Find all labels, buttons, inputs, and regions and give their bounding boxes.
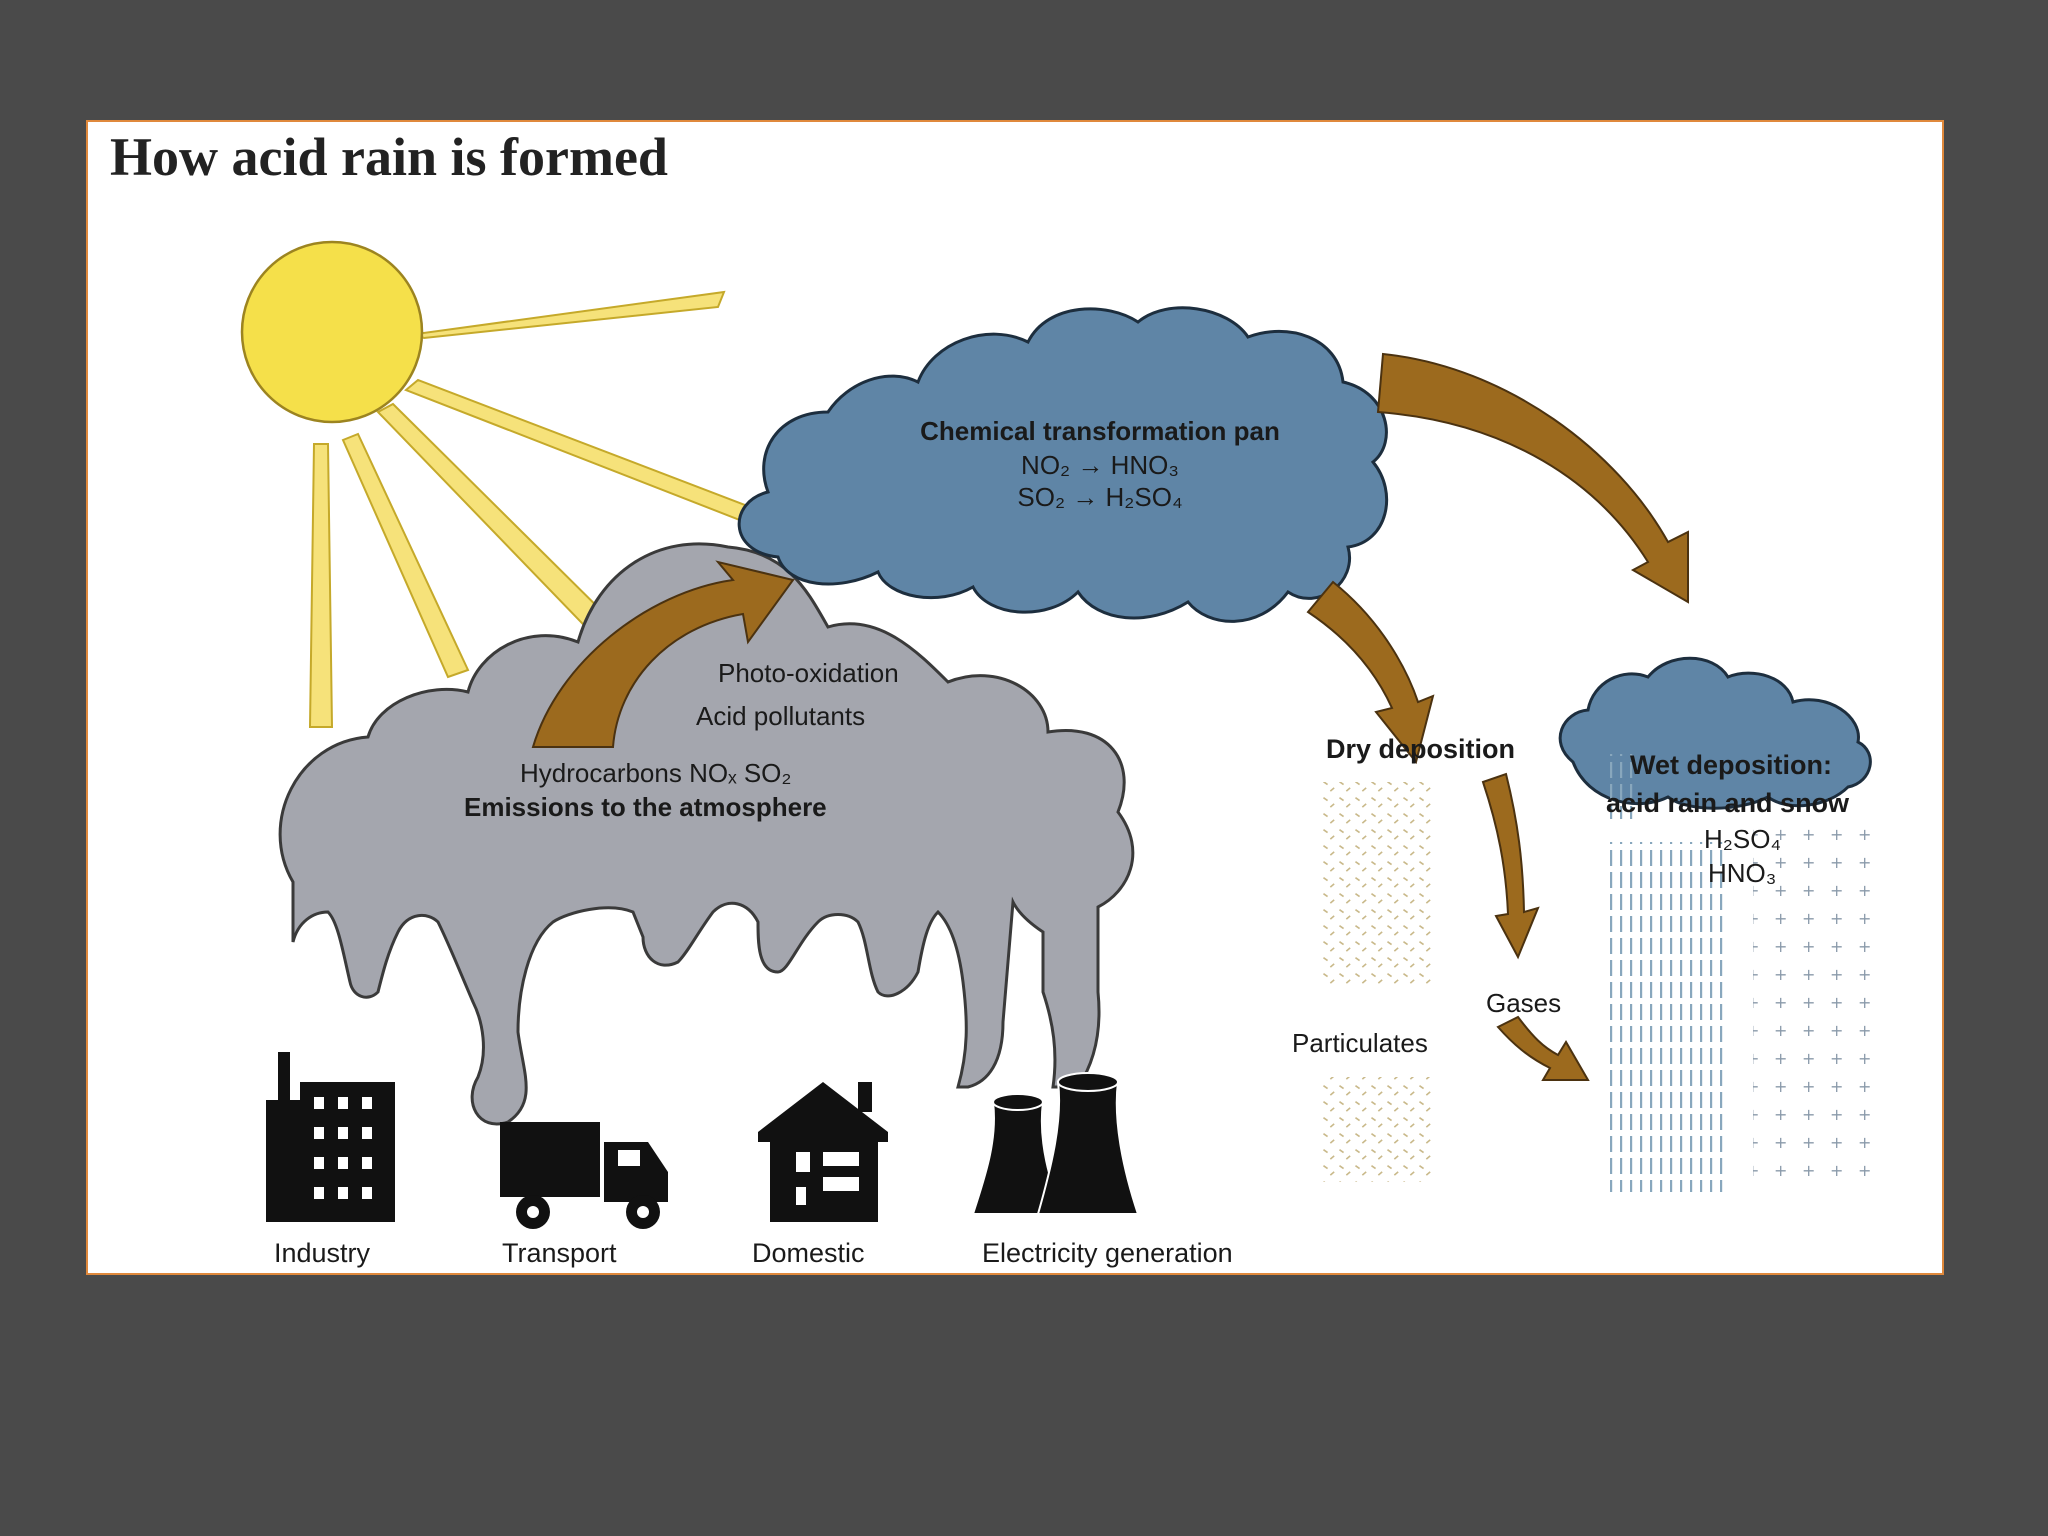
pollutants-list-label: Hydrocarbons NOₓ SO₂ bbox=[520, 758, 792, 788]
acid-rain-top bbox=[1610, 754, 1640, 819]
house-icon bbox=[758, 1082, 888, 1222]
source-electricity-label: Electricity generation bbox=[982, 1238, 1233, 1268]
sun-icon bbox=[240, 240, 760, 728]
particulates-lower bbox=[1323, 1077, 1433, 1182]
source-transport-label: Transport bbox=[502, 1238, 617, 1268]
acid-pollutants-label: Acid pollutants bbox=[696, 701, 865, 731]
reaction-so2: SO₂ → H₂SO₄ bbox=[1017, 482, 1182, 512]
photo-oxidation-label: Photo-oxidation bbox=[718, 658, 899, 688]
diagram-title: How acid rain is formed bbox=[110, 127, 668, 187]
transport-arrow bbox=[1376, 352, 1689, 604]
slide: How acid rain is formed + bbox=[86, 120, 1944, 1275]
dry-deposition-label: Dry deposition bbox=[1326, 734, 1515, 764]
factory-icon bbox=[266, 1052, 395, 1222]
particulates-label: Particulates bbox=[1292, 1028, 1428, 1058]
gases-label: Gases bbox=[1486, 988, 1561, 1018]
acid-rain-snow-label: acid rain and snow bbox=[1606, 788, 1850, 818]
photo-oxidation-arrow bbox=[531, 560, 795, 748]
snow-pattern bbox=[1753, 812, 1883, 1187]
emission-cloud bbox=[278, 542, 1135, 1126]
transformation-cloud bbox=[737, 306, 1389, 623]
acid-rain-diagram: + bbox=[240, 240, 1883, 1268]
truck-icon bbox=[500, 1122, 668, 1229]
particulates-upper bbox=[1323, 782, 1433, 987]
wet-cloud bbox=[1558, 656, 1872, 810]
acid-rain-pattern bbox=[1610, 842, 1730, 1192]
emissions-label: Emissions to the atmosphere bbox=[464, 792, 827, 822]
chemical-cloud-heading: Chemical transformation pan bbox=[920, 416, 1280, 446]
source-industry-label: Industry bbox=[274, 1238, 371, 1268]
reaction-no2: NO₂ → HNO₃ bbox=[1021, 450, 1179, 480]
wet-deposition-label: Wet deposition: bbox=[1630, 750, 1832, 780]
source-domestic-label: Domestic bbox=[752, 1238, 865, 1268]
cooling-tower-icon bbox=[971, 1072, 1140, 1215]
h2so4-label: H₂SO₄ bbox=[1704, 824, 1781, 854]
dry-deposition-arrow bbox=[1306, 580, 1435, 765]
hno3-label: HNO₃ bbox=[1708, 858, 1776, 888]
gases-arrow bbox=[1481, 772, 1590, 1081]
